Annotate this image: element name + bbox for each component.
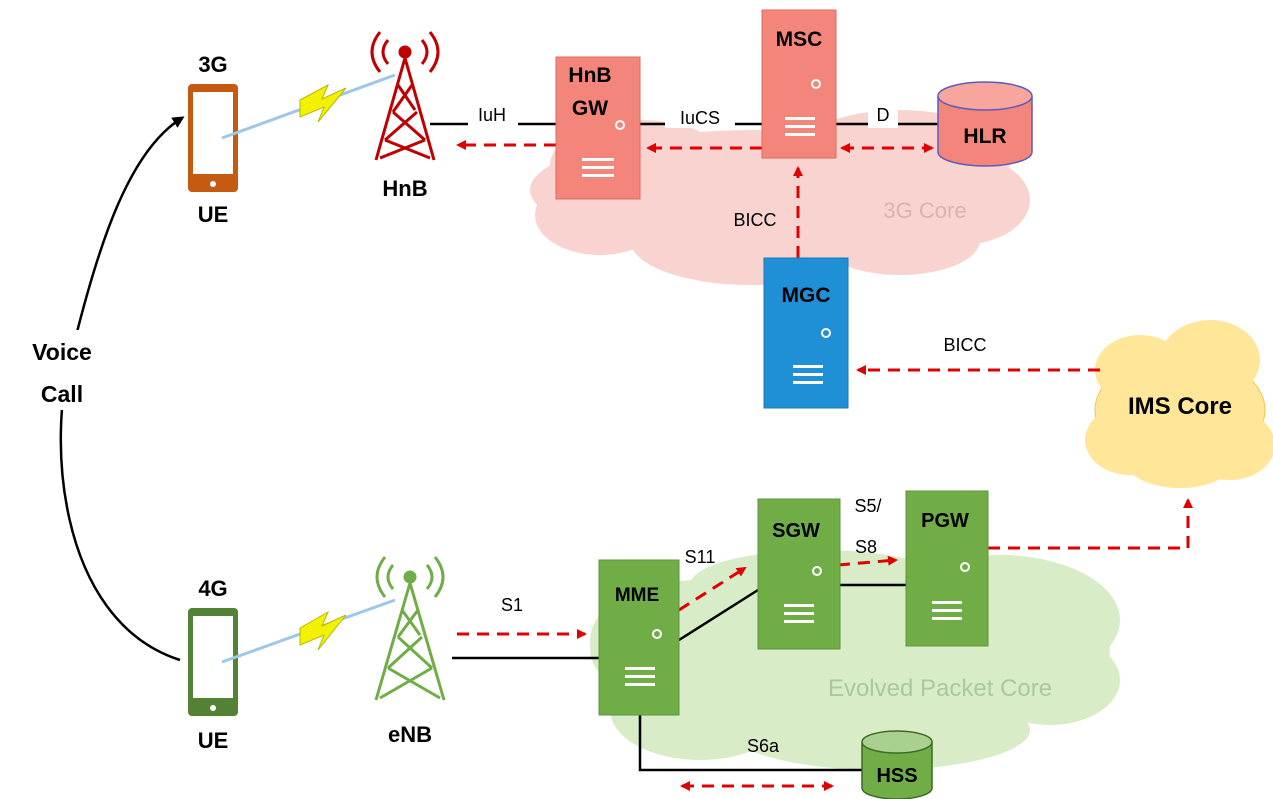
enb-label: eNB [388, 722, 432, 747]
arrow-sgw-to-pgw [837, 555, 898, 567]
hss-database: HSS [861, 730, 933, 799]
d-label: D [877, 105, 890, 125]
s5-label-line2: S8 [855, 537, 877, 557]
voice-call-arc: Voice Call [20, 116, 185, 662]
ue-4g-top-label: 4G [198, 576, 227, 601]
ims-core-label: IMS Core [1128, 393, 1232, 420]
msc-server: MSC [761, 9, 837, 159]
3g-core-label: 3G Core [883, 198, 966, 223]
link-mme-hss [638, 715, 862, 772]
arrow-mme-to-sgw [678, 566, 747, 612]
arrow-pgw-to-ims [988, 498, 1193, 550]
wireless-link-4g [221, 598, 396, 664]
hnb-label: HnB [382, 176, 427, 201]
s11-label: S11 [685, 547, 716, 567]
sgw-label: SGW [772, 520, 820, 542]
lightning-bolt-icon [299, 610, 347, 651]
ue-3g-bottom-label: UE [198, 202, 229, 227]
hnb-tower [370, 31, 440, 161]
hlr-database: HLR [937, 81, 1033, 167]
pgw-label: PGW [921, 510, 969, 532]
hnb-gw-label-line1: HnB [568, 64, 611, 87]
ue-4g-phone: 4G UE [188, 576, 238, 753]
msc-label: MSC [776, 28, 823, 51]
sgw-server: SGW [757, 498, 841, 650]
mme-server: MME [598, 559, 680, 716]
enb-tower [374, 556, 446, 701]
iucs-label: IuCS [680, 108, 720, 128]
mgc-server: MGC [763, 257, 849, 409]
mgc-label: MGC [782, 284, 831, 307]
lightning-bolt-icon [299, 83, 347, 123]
mme-label: MME [615, 585, 659, 606]
hlr-label: HLR [963, 125, 1006, 148]
ims-core-cloud: IMS Core [1085, 320, 1273, 488]
ue-3g-phone: 3G UE [188, 52, 238, 227]
ue-3g-top-label: 3G [198, 52, 227, 77]
ue-4g-bottom-label: UE [198, 728, 229, 753]
hnb-gw-label-line2: GW [572, 97, 608, 120]
s1-label: S1 [501, 595, 523, 615]
epc-label: Evolved Packet Core [828, 675, 1052, 702]
s6a-label: S6a [747, 736, 780, 756]
s5-label-line1: S5/ [854, 496, 881, 516]
iuh-label: IuH [478, 105, 506, 125]
signal-arrows [456, 140, 1193, 791]
voice-call-line2: Call [41, 381, 83, 407]
bicc-ims-label: BICC [943, 335, 986, 355]
link-mme-sgw [678, 588, 759, 642]
pgw-server: PGW [905, 490, 989, 647]
bicc-msc-label: BICC [733, 210, 776, 230]
hnb-gw-server: HnB GW [555, 56, 641, 200]
hss-label: HSS [876, 765, 917, 787]
voice-call-line1: Voice [32, 339, 92, 365]
wireless-link-3g [221, 73, 396, 140]
